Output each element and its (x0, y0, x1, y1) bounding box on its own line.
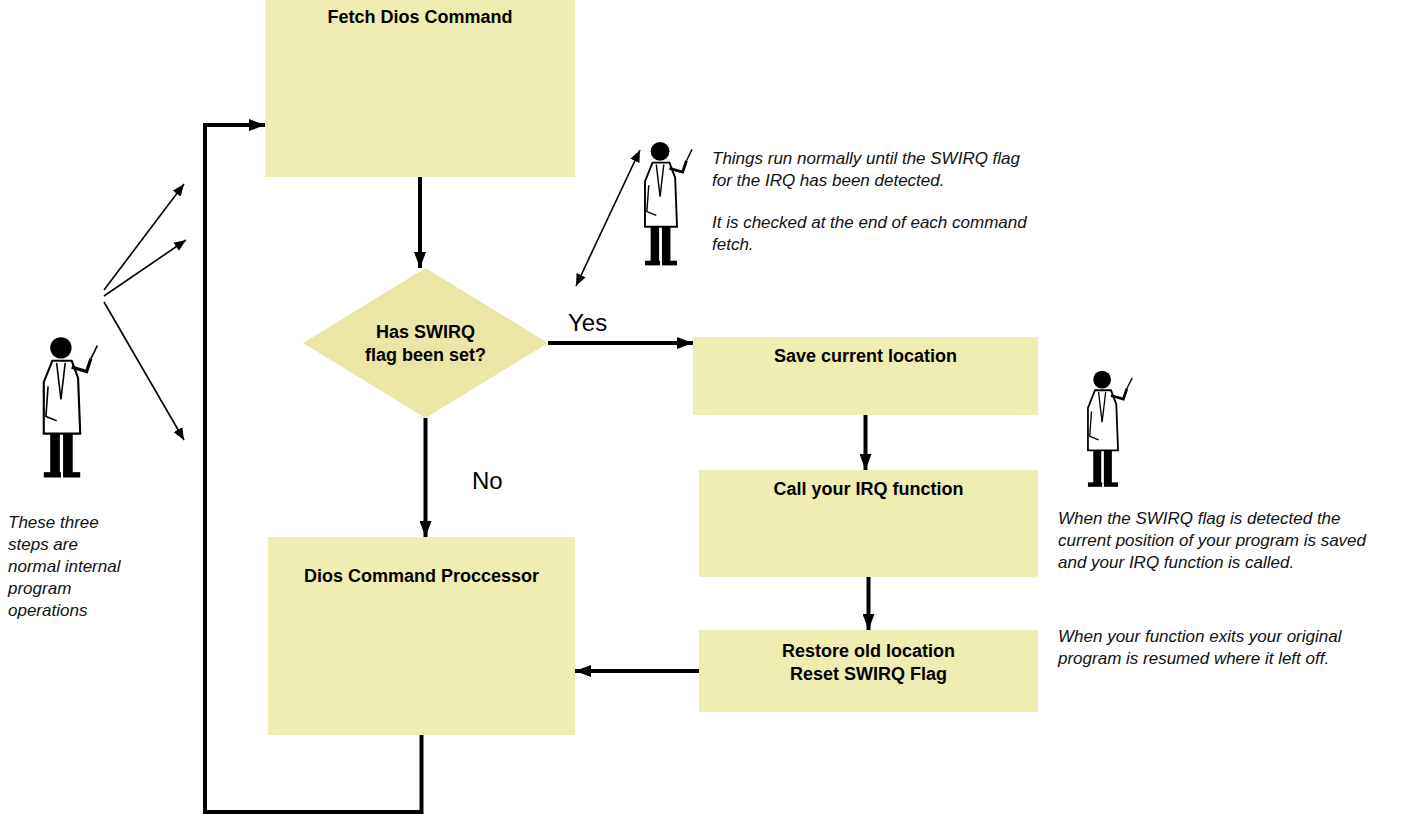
pointer-line (104, 302, 184, 440)
callout-note: When your function exits your original p… (1058, 626, 1358, 670)
node-text: Dios Command Proccessor (268, 565, 575, 588)
callout-note: Things run normally until the SWIRQ flag… (712, 148, 1042, 192)
flow-arrow (575, 669, 699, 673)
callout-note: These three steps are normal internal pr… (8, 512, 132, 622)
scientist-figure (44, 337, 98, 477)
callout-note: It is checked at the end of each command… (712, 212, 1042, 256)
decision-diamond: Has SWIRQ flag been set? (303, 268, 548, 418)
callout-note: When the SWIRQ flag is detected the curr… (1058, 508, 1396, 574)
scientist-figure (645, 142, 692, 266)
edge-label: No (470, 468, 505, 494)
node-text: Restore old location (699, 640, 1038, 663)
process-box: Restore old locationReset SWIRQ Flag (699, 630, 1038, 712)
node-text: Reset SWIRQ Flag (699, 663, 1038, 686)
node-text: Save current location (693, 345, 1038, 368)
pointer-line (104, 240, 186, 296)
flow-arrow (864, 415, 868, 470)
pointer-line (104, 184, 184, 290)
process-box: Save current location (693, 337, 1038, 415)
flow-arrow (418, 177, 422, 268)
edge-label: Yes (566, 310, 609, 336)
process-box: Fetch Dios Command (265, 0, 575, 177)
pointer-line (576, 150, 640, 286)
flow-arrow (867, 577, 871, 630)
diamond-shape (303, 268, 548, 418)
flow-arrow (424, 418, 428, 537)
process-box: Call your IRQ function (699, 470, 1038, 577)
node-text: Call your IRQ function (699, 478, 1038, 501)
node-text: Fetch Dios Command (265, 6, 575, 29)
flow-arrow (548, 341, 693, 345)
scientist-figure (1088, 371, 1132, 487)
node-text: Has SWIRQ flag been set? (360, 321, 492, 366)
process-box: Dios Command Proccessor (268, 537, 575, 735)
